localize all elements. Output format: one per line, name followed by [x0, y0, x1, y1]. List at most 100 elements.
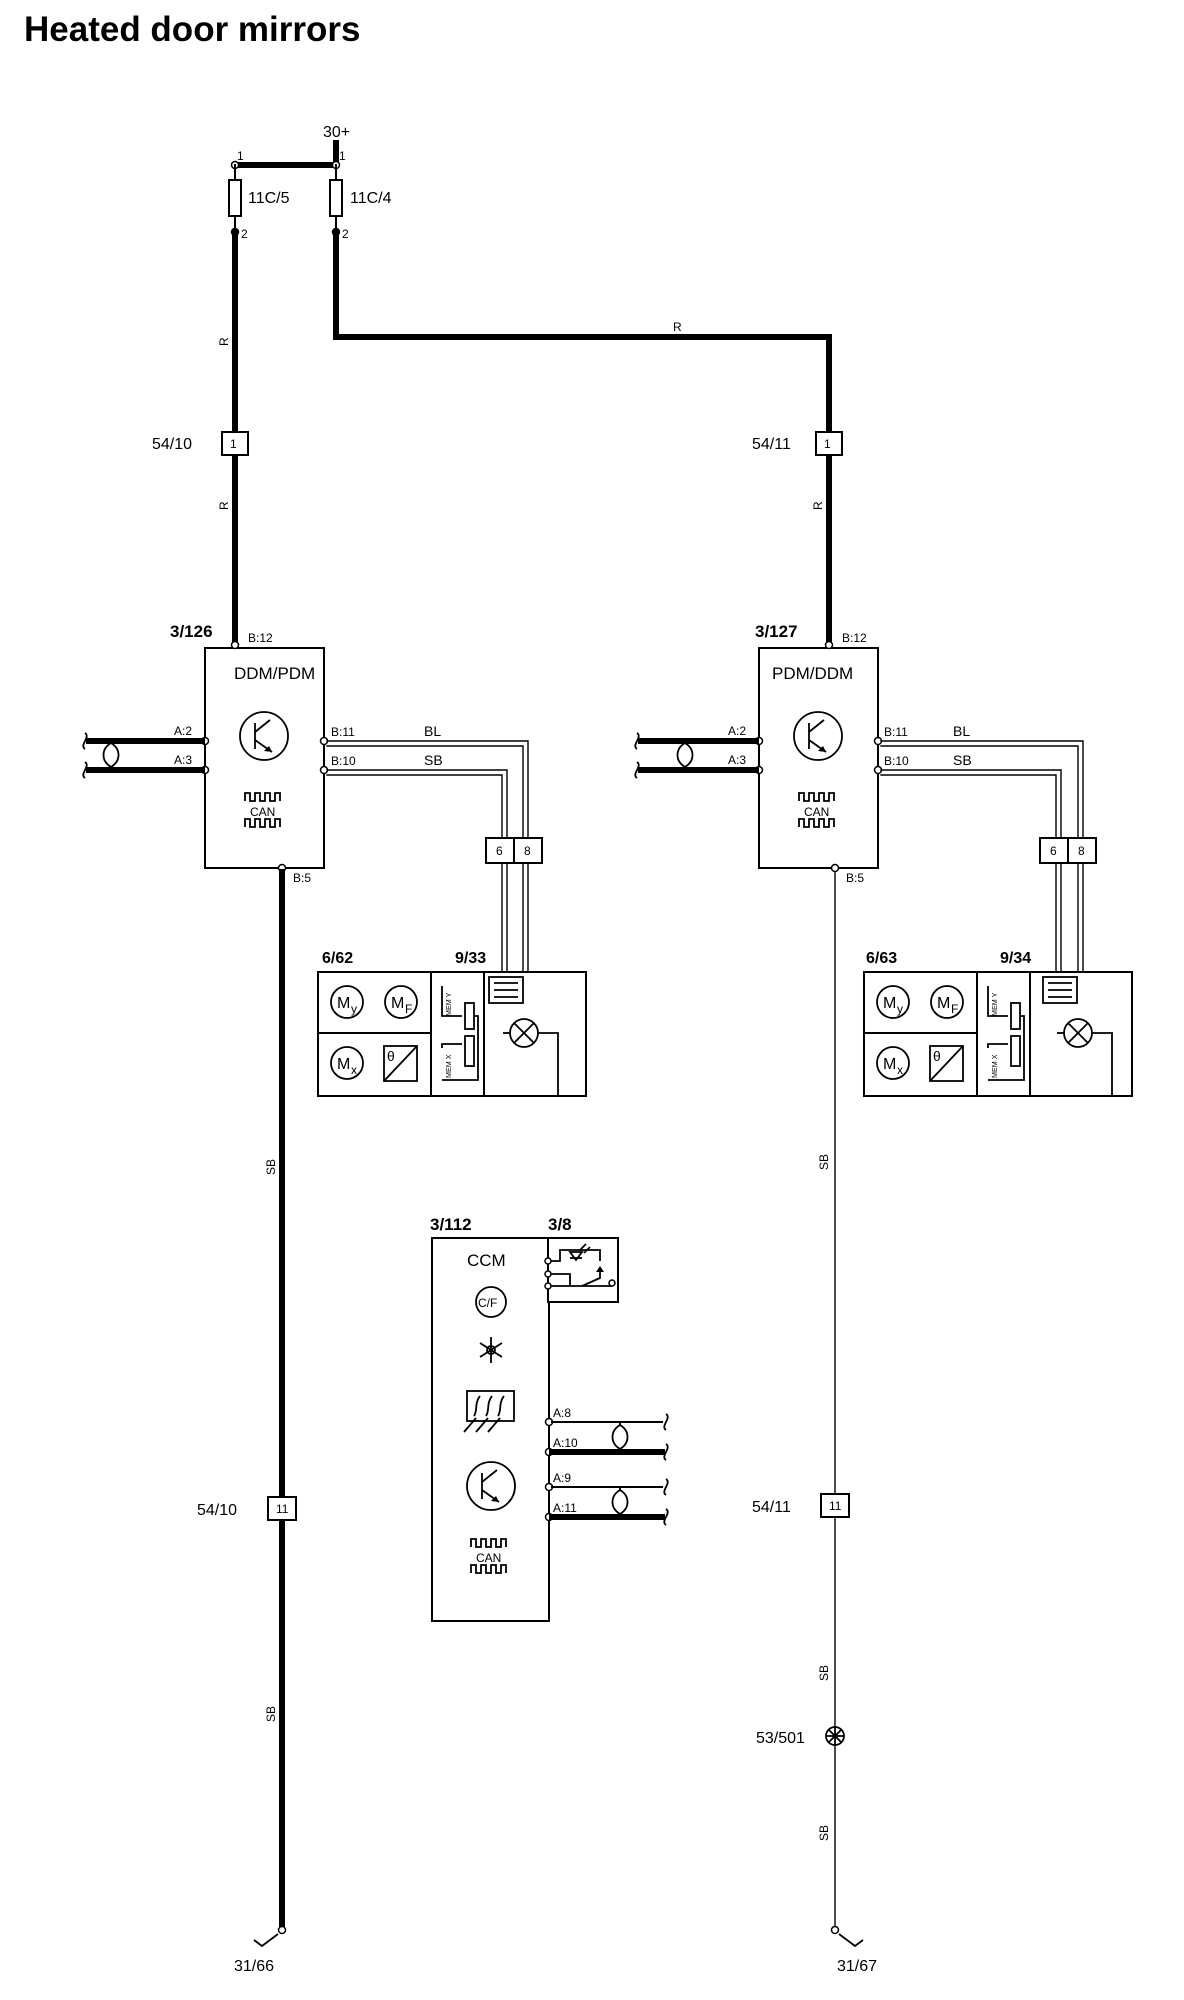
connector-54-11-top-pin: 1 — [824, 437, 831, 451]
motor-right-y-letter: M — [883, 995, 896, 1012]
splice-label: 53/501 — [756, 1730, 805, 1747]
wire-color-bl-right: BL — [953, 723, 970, 739]
supply-wires: R R R R 1 54/10 1 54/11 — [152, 229, 843, 643]
wire-color-sb-right-3: SB — [817, 1665, 831, 1681]
connector-54-10-top-pin: 1 — [230, 437, 237, 451]
module-left-pin-ground: B:5 — [293, 871, 311, 885]
fuse-11c5-body — [228, 179, 242, 217]
wire-color-r-2: R — [217, 501, 231, 510]
wire-color-sb-left-2: SB — [264, 1159, 278, 1175]
module-left-pin-supply: B:12 — [248, 631, 273, 645]
motor-left-f-letter: M — [391, 995, 404, 1012]
mirror-unit-right: 6/63 9/34 M y M F M x θ MEM Y MEM X — [863, 950, 1133, 1097]
module-3-127: 3/127 B:12 PDM/DDM CAN A:2 A:3 B:11 B:10… — [634, 622, 909, 885]
module-right-can-label: CAN — [804, 805, 829, 819]
motor-left-x-letter: M — [337, 1056, 350, 1073]
mem-y-right: MEM Y — [990, 992, 999, 1016]
mirror-plug-right-pin8 — [1067, 837, 1097, 864]
motor-right-y-sub: y — [897, 1002, 903, 1016]
potentiometer-icon — [1010, 1035, 1021, 1067]
switch-body — [547, 1237, 619, 1303]
connector-54-10-bottom-label: 54/10 — [197, 1502, 237, 1519]
mirror-plug-left-pin8 — [513, 837, 543, 864]
motor-left-x-sub: x — [351, 1063, 357, 1077]
connector-54-11-bottom-pin: 11 — [829, 1499, 842, 1513]
left-mirror-signal-wires: BL SB 6 8 — [326, 723, 543, 991]
mem-y-left: MEM Y — [444, 992, 453, 1016]
twisted-pair-icon — [611, 1485, 629, 1519]
mirror-left-id: 9/33 — [455, 950, 486, 967]
heating-element-icon — [488, 976, 524, 1004]
motor-left-y-letter: M — [337, 995, 350, 1012]
potentiometer-icon — [464, 1035, 475, 1067]
mirror-right-id: 9/34 — [1000, 950, 1031, 967]
motor-icon — [930, 985, 964, 1019]
module-right-pin-a2: A:2 — [728, 724, 746, 738]
motor-left-y-sub: y — [351, 1002, 357, 1016]
fuse-11c4-pin-out: 2 — [342, 227, 349, 241]
fuse-11c4-pin-in: 1 — [339, 149, 346, 163]
ground-right-label: 31/67 — [837, 1958, 877, 1975]
connector-54-11-bottom-label: 54/11 — [752, 1499, 791, 1516]
motor-icon — [876, 985, 910, 1019]
module-left-body — [204, 647, 325, 869]
motor-right-x-sub: x — [897, 1063, 903, 1077]
ccm-pin-a9: A:9 — [553, 1471, 571, 1485]
temperature-sensor-icon — [929, 1045, 964, 1082]
motor-icon — [876, 1046, 910, 1080]
module-left-pin-a3: A:3 — [174, 753, 192, 767]
fuse-11c4: 1 2 11C/4 — [329, 149, 392, 241]
wire-break-icon — [663, 1478, 669, 1496]
motor-left-f-sub: F — [405, 1002, 412, 1016]
module-left-can-label: CAN — [250, 805, 275, 819]
fuse-11c5-label: 11C/5 — [248, 190, 290, 207]
wire-color-r-1: R — [217, 337, 231, 346]
module-right-name: PDM/DDM — [772, 664, 853, 683]
ccm-name: CCM — [467, 1251, 506, 1270]
sensor-right-symbol: θ — [933, 1048, 941, 1064]
ccm-pin-a8: A:8 — [553, 1406, 571, 1420]
mirror-plug-right-pin6-label: 6 — [1050, 844, 1057, 858]
mem-x-left: MEM X — [444, 1054, 453, 1078]
ccm-pin-a10: A:10 — [553, 1436, 578, 1450]
page-title: Heated door mirrors — [24, 10, 361, 49]
mirror-plug-right-pin6 — [1039, 837, 1069, 864]
connector-54-11-bottom — [820, 1493, 850, 1518]
wire-color-r-4: R — [811, 501, 825, 510]
mirror-plug-right-pin8-label: 8 — [1078, 844, 1085, 858]
motor-icon — [384, 985, 418, 1019]
module-right-pin-supply: B:12 — [842, 631, 867, 645]
fuse-11c4-label: 11C/4 — [350, 190, 392, 207]
module-right-pin-a3: A:3 — [728, 753, 746, 767]
connector-54-10-bottom-pin: 11 — [276, 1502, 289, 1516]
wire-r-right-upper — [333, 229, 832, 435]
switch-3-8: 3/8 — [544, 1215, 619, 1303]
connector-54-10-bottom — [267, 1496, 297, 1521]
motor-unit-right-id: 6/63 — [866, 950, 897, 967]
heating-element-icon — [1042, 976, 1078, 1004]
supply-label: 30+ — [323, 124, 350, 141]
module-right-pin-b10: B:10 — [884, 754, 909, 768]
module-right-pin-ground: B:5 — [846, 871, 864, 885]
wire-break-icon — [663, 1413, 669, 1431]
module-left-name: DDM/PDM — [234, 664, 315, 683]
wire-color-sb-right-4: SB — [817, 1825, 831, 1841]
ground-icon — [253, 1933, 279, 1948]
mem-x-right: MEM X — [990, 1054, 999, 1078]
connector-54-10-top: 1 54/10 — [152, 431, 249, 456]
module-left-pin-b11: B:11 — [331, 725, 355, 739]
module-3-112: 3/112 CCM C/F CAN A:8 A:10 A: — [430, 1215, 669, 1622]
fuse-11c4-body — [329, 179, 343, 217]
wire-color-r-3: R — [673, 320, 682, 334]
ground-icon — [838, 1933, 864, 1948]
module-right-body — [758, 647, 879, 869]
motor-right-f-sub: F — [951, 1002, 958, 1016]
temperature-sensor-icon — [383, 1045, 418, 1082]
fuse-11c5-pin-out: 2 — [241, 227, 248, 241]
motor-icon — [330, 985, 364, 1019]
wire-color-sb-left-1: SB — [424, 752, 443, 768]
module-left-pin-b10: B:10 — [331, 754, 356, 768]
module-right-id: 3/127 — [755, 622, 798, 641]
mirror-plug-left-pin8-label: 8 — [524, 844, 531, 858]
